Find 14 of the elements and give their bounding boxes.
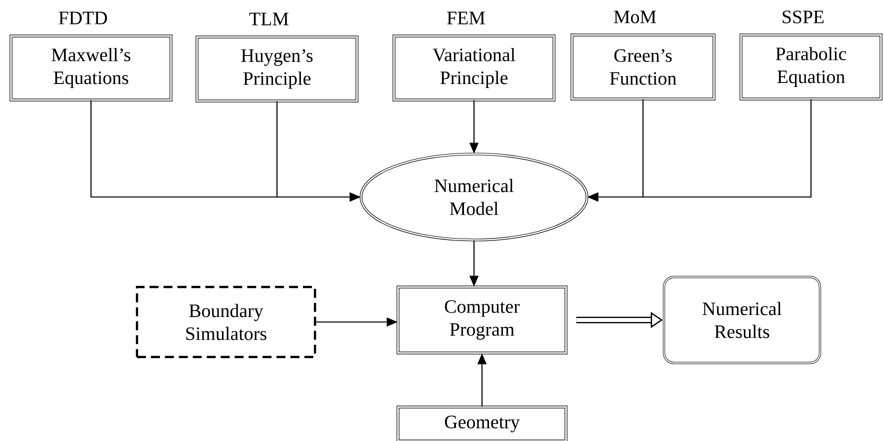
method-box: Variational Principle — [392, 34, 556, 102]
method-heading: TLM — [249, 12, 288, 26]
process-box: Computer Program — [396, 286, 568, 354]
method-box: Green’s Function — [570, 34, 716, 100]
process-box: Boundary Simulators — [136, 286, 316, 358]
method-box: Huygen’s Principle — [196, 36, 358, 102]
method-box: Parabolic Equation — [740, 34, 882, 100]
method-heading: FDTD — [58, 12, 107, 24]
method-heading: MoM — [614, 10, 656, 24]
method-heading: SSPE — [782, 10, 824, 24]
input-box: Geometry — [396, 406, 568, 441]
method-heading: FEM — [447, 12, 485, 24]
result-box: Numerical Results — [662, 276, 822, 364]
method-box: Maxwell’s Equations — [10, 34, 172, 102]
